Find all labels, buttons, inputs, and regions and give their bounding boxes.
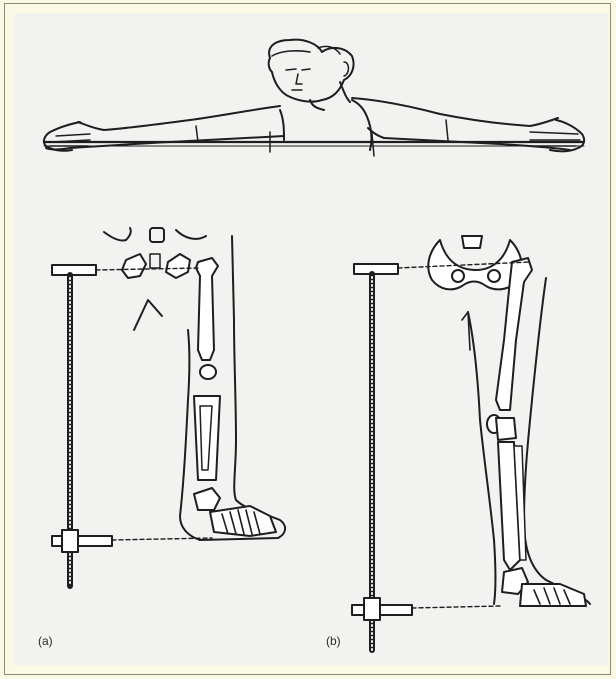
ilium-a-right — [166, 254, 190, 278]
pelvis-a-left — [104, 228, 131, 241]
ear — [344, 62, 349, 76]
panel-label-a: (a) — [38, 634, 53, 648]
fingers-left — [50, 134, 90, 146]
patella-a — [200, 365, 216, 379]
pubis-a — [150, 254, 160, 268]
arm-left-upper — [78, 106, 280, 130]
femur-a — [196, 258, 218, 360]
eye-left — [286, 69, 296, 70]
talus-a — [194, 488, 220, 510]
panel-a-figure — [52, 228, 285, 586]
torso-lines — [270, 132, 374, 156]
eye-right — [302, 69, 310, 70]
ilium-a-left — [122, 254, 146, 278]
leg-b-outline-back — [524, 278, 590, 604]
arm-right-upper — [352, 98, 558, 126]
leg-b-outline-front — [468, 312, 496, 604]
leg-b-front-tip — [462, 312, 470, 350]
tape-a-top-plate — [52, 265, 96, 275]
reference-line-b-bottom — [412, 606, 500, 608]
elbow-left — [196, 126, 198, 142]
tape-b-top-plate — [354, 264, 398, 274]
leg-a-outline-left — [180, 330, 190, 516]
neck — [310, 82, 350, 110]
tape-a-slider-block — [62, 530, 78, 552]
tape-b-slider-block — [364, 598, 380, 620]
sacrum-a — [150, 228, 164, 242]
head-outline — [269, 40, 354, 102]
pelvis-a-lower — [134, 300, 162, 330]
panel-label-b: (b) — [326, 634, 341, 648]
sacrum-b — [462, 236, 482, 248]
panel-b-figure — [352, 236, 590, 650]
fingers-right — [530, 132, 580, 146]
pelvis-a-right — [176, 230, 206, 239]
elbow-right — [446, 120, 448, 140]
metatarsals-b — [520, 584, 586, 606]
tape-b-slider — [352, 605, 412, 615]
knee-joint-b — [496, 418, 516, 440]
nose — [296, 74, 302, 84]
arm-span-figure — [44, 40, 584, 156]
